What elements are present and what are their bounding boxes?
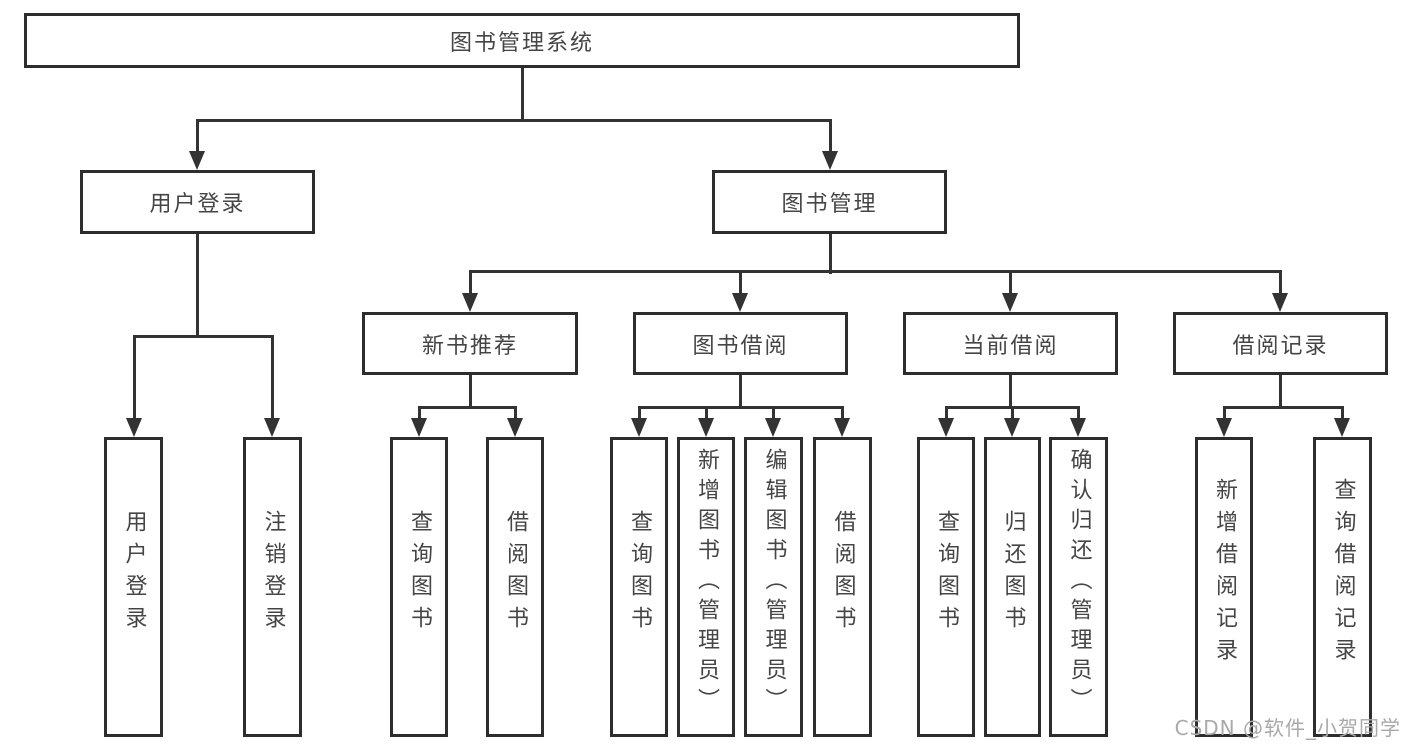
node-user-login-label: 用户登录 <box>149 192 246 217</box>
leaf-records-add-label: 新增借阅记录 <box>1212 478 1237 670</box>
leaf-newbooks-search-label: 查询图书 <box>407 510 432 638</box>
leaf-currentborrow-return: 归还图书 <box>984 437 1041 737</box>
leaf-bookborrow-borrow: 借阅图书 <box>813 437 872 737</box>
connector-line <box>1223 406 1344 409</box>
node-book-mgmt-label: 图书管理 <box>781 192 878 217</box>
connector-line <box>521 68 524 122</box>
connector-line <box>945 406 948 422</box>
connector-line <box>739 375 742 409</box>
connector-line <box>1279 375 1282 409</box>
leaf-newbooks-borrow: 借阅图书 <box>486 437 544 737</box>
watermark: CSDN @软件_小贺同学 <box>1174 716 1401 740</box>
leaf-currentborrow-search-label: 查询图书 <box>934 510 959 638</box>
connector-line <box>133 335 274 338</box>
leaf-records-search-label: 查询借阅记录 <box>1330 478 1356 670</box>
leaf-newbooks-borrow-label: 借阅图书 <box>503 510 528 638</box>
connector-line <box>514 406 517 422</box>
arrow-down-icon <box>1216 418 1232 437</box>
connector-line <box>469 270 1282 273</box>
node-borrow-records: 借阅记录 <box>1173 312 1388 375</box>
connector-line <box>133 335 136 420</box>
arrow-down-icon <box>1272 293 1288 312</box>
arrow-down-icon <box>765 418 781 437</box>
connector-line <box>841 406 844 422</box>
connector-line <box>739 270 742 297</box>
connector-line <box>772 406 775 422</box>
arrow-down-icon <box>1004 418 1020 437</box>
node-book-mgmt: 图书管理 <box>712 170 947 234</box>
node-new-books: 新书推荐 <box>362 312 578 375</box>
arrow-down-icon <box>631 418 647 437</box>
connector-line <box>829 233 832 274</box>
arrow-down-icon <box>411 418 427 437</box>
connector-line <box>705 406 708 422</box>
connector-line <box>469 270 472 297</box>
connector-line <box>1279 270 1282 297</box>
connector-line <box>1223 406 1226 422</box>
connector-line <box>1341 406 1344 422</box>
arrow-down-icon <box>462 293 478 312</box>
leaf-bookborrow-search-label: 查询图书 <box>627 510 652 638</box>
arrow-down-icon <box>126 418 142 437</box>
arrow-down-icon <box>938 418 954 437</box>
arrow-down-icon <box>264 418 280 437</box>
connector-line <box>1077 406 1080 422</box>
leaf-currentborrow-confirm-admin-label: 确认归还（管理员） <box>1066 448 1092 718</box>
connector-line <box>638 406 641 422</box>
connector-line <box>829 119 832 153</box>
connector-line <box>1009 375 1012 409</box>
arrow-down-icon <box>834 418 850 437</box>
leaf-bookborrow-add-admin: 新增图书（管理员） <box>677 437 735 737</box>
arrow-down-icon <box>822 151 838 170</box>
arrow-down-icon <box>732 293 748 312</box>
connector-line <box>638 406 844 409</box>
leaf-records-add: 新增借阅记录 <box>1195 437 1253 737</box>
leaf-logout-label: 注销登录 <box>260 510 286 638</box>
connector-line <box>1009 270 1012 297</box>
node-current-borrow: 当前借阅 <box>903 312 1118 375</box>
leaf-logout: 注销登录 <box>243 437 302 737</box>
leaf-currentborrow-search: 查询图书 <box>917 437 975 737</box>
arrow-down-icon <box>507 418 523 437</box>
connector-line <box>196 119 832 122</box>
leaf-newbooks-search: 查询图书 <box>390 437 448 737</box>
leaf-user-login: 用户登录 <box>104 437 163 737</box>
node-root: 图书管理系统 <box>24 13 1020 68</box>
leaf-user-login-label: 用户登录 <box>121 510 147 638</box>
node-current-borrow-label: 当前借阅 <box>962 333 1059 359</box>
leaf-records-search: 查询借阅记录 <box>1313 437 1372 737</box>
arrow-down-icon <box>189 151 205 170</box>
arrow-down-icon <box>698 418 714 437</box>
node-root-label: 图书管理系统 <box>449 30 594 56</box>
node-new-books-label: 新书推荐 <box>421 333 518 359</box>
leaf-currentborrow-return-label: 归还图书 <box>1000 510 1026 638</box>
leaf-bookborrow-add-admin-label: 新增图书（管理员） <box>694 448 719 718</box>
arrow-down-icon <box>1002 293 1018 312</box>
node-book-borrow: 图书借阅 <box>633 312 848 375</box>
leaf-bookborrow-search: 查询图书 <box>610 437 668 737</box>
node-user-login: 用户登录 <box>80 170 315 234</box>
leaf-currentborrow-confirm-admin: 确认归还（管理员） <box>1049 437 1108 737</box>
connector-line <box>418 406 517 409</box>
connector-line <box>271 335 274 420</box>
connector-line <box>418 406 421 422</box>
connector-line <box>1011 406 1014 422</box>
connector-line <box>196 119 199 153</box>
leaf-bookborrow-edit-admin-label: 编辑图书（管理员） <box>761 448 787 718</box>
connector-line <box>469 375 472 409</box>
arrow-down-icon <box>1070 418 1086 437</box>
node-book-borrow-label: 图书借阅 <box>692 333 789 359</box>
arrow-down-icon <box>1334 418 1350 437</box>
leaf-bookborrow-borrow-label: 借阅图书 <box>830 510 856 638</box>
connector-line <box>196 233 199 338</box>
node-borrow-records-label: 借阅记录 <box>1232 333 1329 359</box>
leaf-bookborrow-edit-admin: 编辑图书（管理员） <box>744 437 803 737</box>
